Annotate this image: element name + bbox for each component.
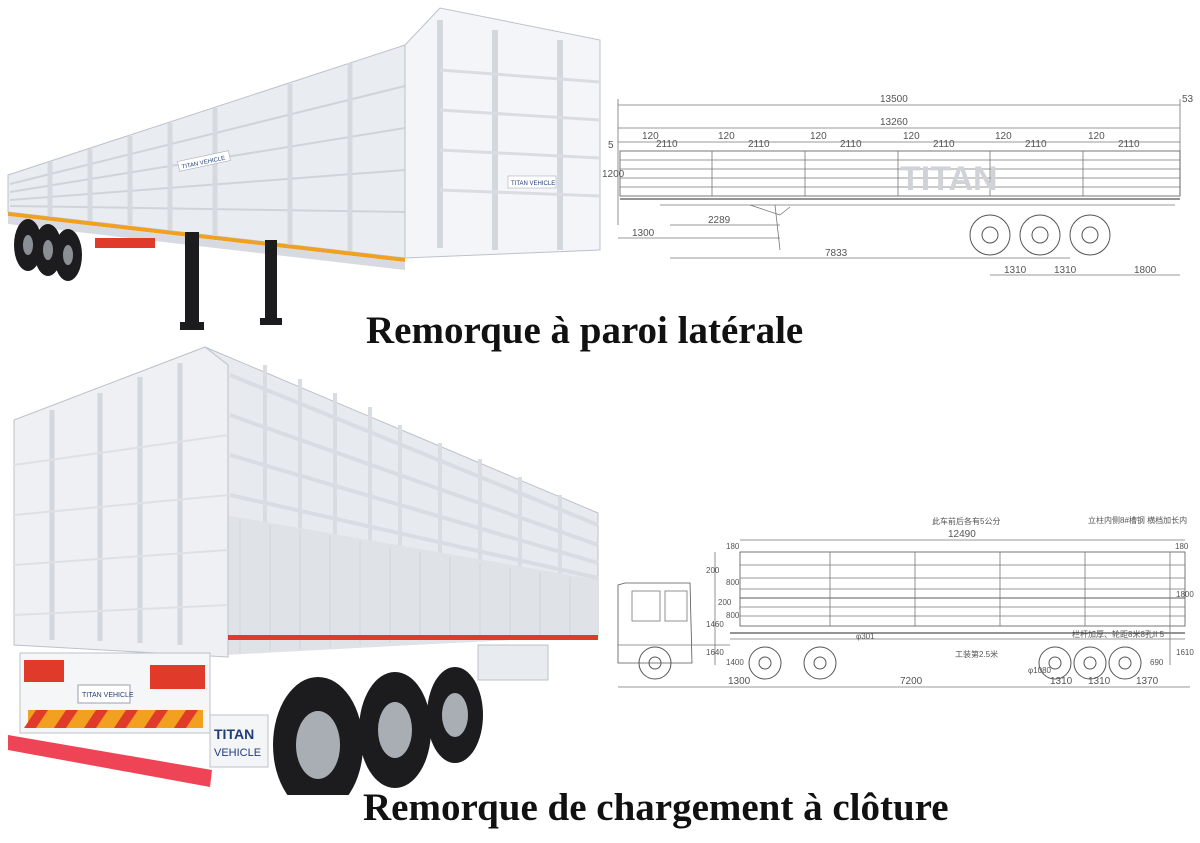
dim-gap-6: 120 xyxy=(1088,131,1105,142)
dim-rear: 1800 xyxy=(1134,265,1157,276)
dim2-h690: 690 xyxy=(1150,658,1164,667)
dim-panel-2: 2110 xyxy=(748,139,770,150)
dim2-h1460: 1460 xyxy=(706,620,724,629)
fender-brand-line2: VEHICLE xyxy=(214,747,261,759)
dim-left-offset: 5 xyxy=(608,140,614,151)
dim-gap-1: 120 xyxy=(642,131,659,142)
dim-gap-2: 120 xyxy=(718,131,735,142)
dim-front: 1300 xyxy=(632,228,655,239)
dim-end-offset: 53 xyxy=(1182,94,1194,105)
dim2-h200a: 200 xyxy=(706,566,720,575)
dim2-rear: 1370 xyxy=(1136,676,1159,687)
dim-axle-spacing-2: 1310 xyxy=(1054,265,1077,276)
note-top: 此车前后各有5公分 xyxy=(932,516,1000,526)
dim-gap-4: 120 xyxy=(903,131,920,142)
fender-brand-line1: TITAN xyxy=(214,726,254,742)
note-cab: 工装第2.5米 xyxy=(955,649,998,659)
dim-height: 1200 xyxy=(602,169,625,180)
dim-panel-4: 2110 xyxy=(933,139,955,150)
dim2-h1800: 1800 xyxy=(1176,590,1194,599)
dim-panel-1: 2110 xyxy=(656,139,678,150)
dim-panel-3: 2110 xyxy=(840,139,862,150)
dim2-pin: φ301 xyxy=(856,632,875,641)
side-wall-trailer-drawing: TITAN 13500 53 13260 5 120 2110 120 2110… xyxy=(602,94,1194,276)
dim2-overall: 12490 xyxy=(948,529,976,540)
dim2-h1640: 1640 xyxy=(706,648,724,657)
dim2-h800a: 800 xyxy=(726,578,740,587)
dim-gap-5: 120 xyxy=(995,131,1012,142)
dim-panel-6: 2110 xyxy=(1118,139,1140,150)
dim2-h1400: 1400 xyxy=(726,658,744,667)
dim-panel-5: 2110 xyxy=(1025,139,1047,150)
note-mid: 栏杆加厚、轮距8米8孔II 5 xyxy=(1072,629,1165,639)
note-side: 立柱内侧8#槽钢 横档加长内 xyxy=(1088,515,1187,525)
side-wall-trailer-photo: TITAN VEHICLE TITAN VEHICLE xyxy=(7,7,601,330)
dim2-h180a: 180 xyxy=(726,542,740,551)
dim2-front: 1300 xyxy=(728,676,751,687)
drawing-watermark: TITAN xyxy=(900,160,998,198)
fence-trailer-photo: TITAN VEHICLE TITAN VEHICLE xyxy=(8,346,599,795)
caption-fence-trailer: Remorque de chargement à clôture xyxy=(363,786,949,829)
dim-overall: 13500 xyxy=(880,94,908,105)
dim-body: 13260 xyxy=(880,117,908,128)
front-brand-plate: TITAN VEHICLE xyxy=(511,181,555,187)
dim2-axle-a: 1310 xyxy=(1050,676,1073,687)
dim-kingpin: 2289 xyxy=(708,215,731,226)
dim2-h800b: 800 xyxy=(726,611,740,620)
dim-axle-pos: 7833 xyxy=(825,248,848,259)
caption-side-wall-trailer: Remorque à paroi latérale xyxy=(366,309,804,352)
fence-trailer-drawing: 此车前后各有5公分 立柱内侧8#槽钢 横档加长内 12490 180 180 2… xyxy=(617,515,1194,688)
dim-gap-3: 120 xyxy=(810,131,827,142)
dim2-axle-b: 1310 xyxy=(1088,676,1111,687)
dim2-wheel: φ1080 xyxy=(1028,666,1052,675)
dim2-wheelbase: 7200 xyxy=(900,676,923,687)
dim2-h180b: 180 xyxy=(1175,542,1189,551)
rear-brand-plate: TITAN VEHICLE xyxy=(82,692,134,699)
dim2-h1610: 1610 xyxy=(1176,648,1194,657)
dim-axle-spacing-1: 1310 xyxy=(1004,265,1027,276)
dim2-h200b: 200 xyxy=(718,598,732,607)
